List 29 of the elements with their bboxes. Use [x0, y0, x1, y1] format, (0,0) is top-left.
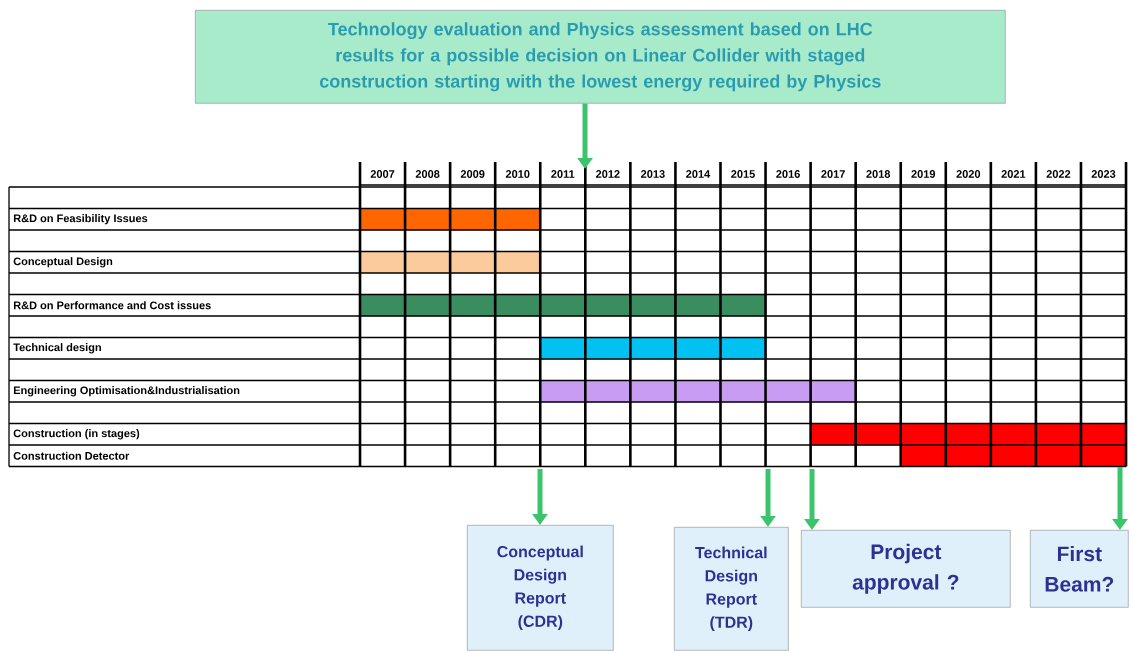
row-label: Technical design	[13, 343, 101, 354]
year-header: 2021	[1001, 170, 1026, 178]
year-header: 2014	[686, 170, 711, 178]
milestone-box: Technical Design Report (TDR)	[674, 527, 789, 651]
year-header: 2008	[415, 170, 440, 178]
milestone-box: Conceptual Design Report (CDR)	[467, 525, 614, 651]
year-header: 2010	[505, 170, 530, 178]
year-header: 2020	[956, 170, 981, 178]
row-label: Engineering Optimisation&Industrialisation	[13, 386, 240, 397]
year-header: 2007	[370, 170, 395, 178]
year-header: 2022	[1046, 170, 1071, 178]
year-header: 2019	[911, 170, 936, 178]
year-header: 2013	[641, 170, 665, 178]
milestone-box: First Beam?	[1030, 530, 1129, 608]
year-header: 2023	[1091, 170, 1116, 178]
row-label: R&D on Feasibility Issues	[13, 214, 148, 225]
heading-box: Technology evaluation and Physics assessment based on LHC results for a possible decision on Linear Collider with staged construction starting with the lowest energy required by Physics	[195, 10, 1006, 104]
year-header: 2018	[866, 170, 891, 178]
row-label: R&D on Performance and Cost issues	[13, 301, 211, 310]
milestone-box: Project approval ?	[801, 530, 1011, 608]
year-header: 2015	[731, 170, 755, 178]
year-header: 2012	[596, 170, 620, 178]
row-label: Construction Detector	[13, 451, 130, 460]
row-label: Conceptual Design	[13, 257, 113, 268]
row-label: Construction (in stages)	[13, 429, 140, 440]
year-header: 2016	[776, 170, 800, 178]
year-header: 2011	[551, 170, 575, 178]
year-header: 2009	[460, 170, 485, 178]
year-header: 2017	[821, 170, 845, 178]
